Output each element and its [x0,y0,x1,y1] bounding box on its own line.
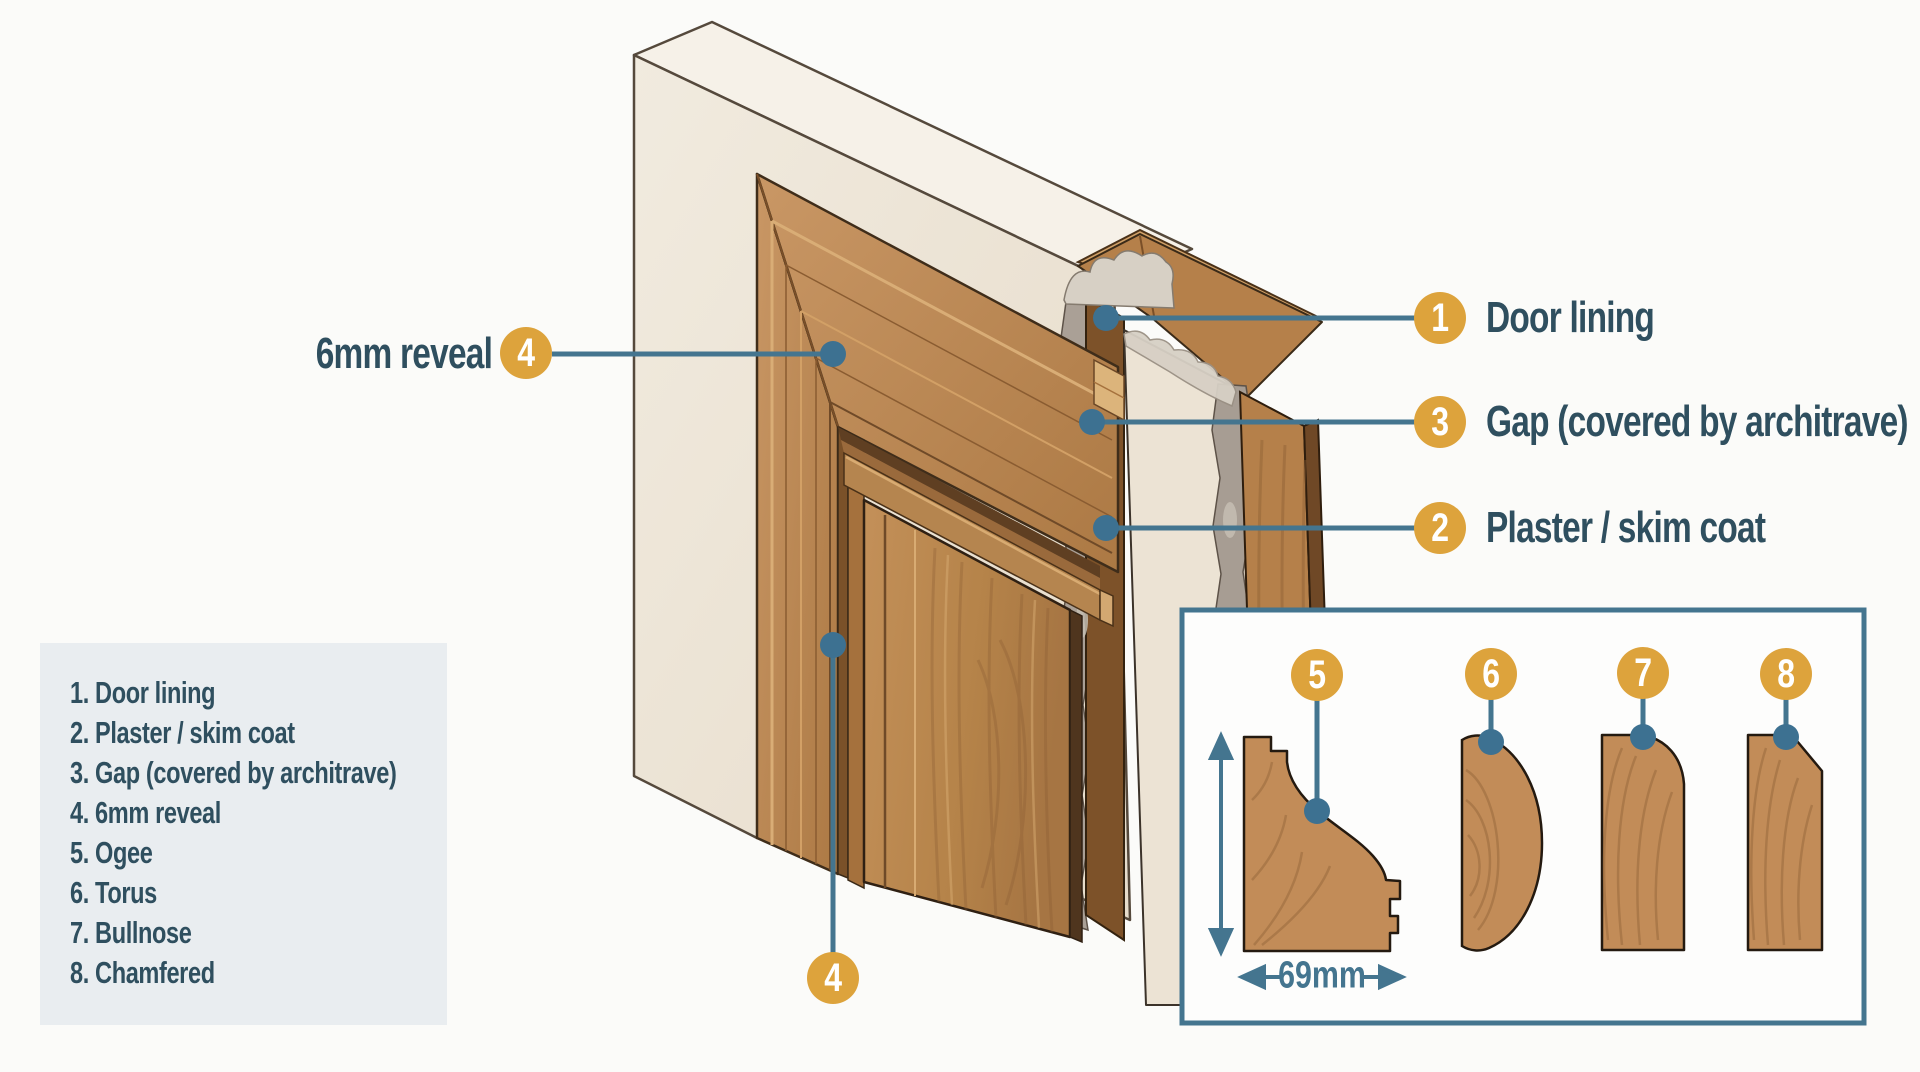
width-dimension-label: 69mm [1278,954,1366,997]
legend-item: 2. Plaster / skim coat [70,715,295,750]
profile-bullnose [1600,733,1686,952]
badge-number: 8 [1777,651,1795,696]
legend-panel: 1. Door lining 2. Plaster / skim coat 3.… [40,643,447,1025]
profile-ogee [1242,735,1402,953]
callout-label-reveal: 6mm reveal [315,329,493,378]
profile-leaders [1314,698,1789,800]
legend-item: 6. Torus [70,875,157,910]
callout-badge-gap: 3 [1414,396,1466,448]
callout-label-door-lining: Door lining [1486,293,1655,342]
legend-item: 3. Gap (covered by architrave) [70,755,397,790]
height-dimension-arrow [1207,731,1235,957]
badge-number: 3 [1431,399,1449,444]
legend-item: 1. Door lining [70,675,216,710]
legend-item: 4. 6mm reveal [70,795,221,830]
legend-item: 5. Ogee [70,835,153,870]
badge-number: 5 [1308,652,1326,697]
leaf-grain [930,547,1054,933]
door-lining-and-leaf [837,425,1114,944]
profile-badge-torus: 6 [1465,648,1517,700]
callout-leaders [552,315,1418,954]
callout-badge-plaster: 2 [1414,502,1466,554]
callout-dots [820,305,1119,658]
leaf-grain-light [943,554,1041,929]
callout-badge-door-lining: 1 [1414,292,1466,344]
callout-badge-reveal: 4 [500,327,552,379]
profile-torus [1460,734,1544,952]
badge-number: 4 [824,955,842,1000]
profile-badge-ogee: 5 [1291,649,1343,701]
architrave-frame [755,172,1125,876]
callout-label-plaster: Plaster / skim coat [1486,503,1766,552]
callout-badge-reveal-bottom: 4 [807,952,859,1004]
profile-badge-chamfered: 8 [1760,648,1812,700]
legend-item: 8. Chamfered [70,955,215,990]
width-dimension-arrows [1237,963,1407,991]
badge-number: 7 [1634,650,1652,695]
architrave-steps [770,219,1113,870]
profile-badge-bullnose: 7 [1617,647,1669,699]
badge-number: 1 [1431,295,1449,340]
legend-item: 7. Bullnose [70,915,192,950]
badge-number: 4 [517,330,535,375]
profile-dots [1304,724,1799,824]
badge-number: 2 [1431,505,1449,550]
badge-number: 6 [1482,651,1500,696]
callout-label-gap: Gap (covered by architrave) [1486,397,1909,446]
profile-chamfered [1746,733,1824,952]
